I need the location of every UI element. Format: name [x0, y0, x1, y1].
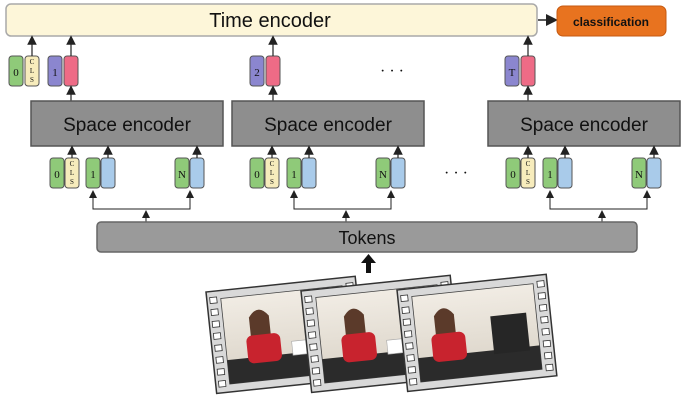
token-n-label: N	[178, 169, 186, 181]
token-pink	[63, 55, 79, 87]
top-token-group-1: 0 C L S 1	[8, 35, 79, 87]
token-one-label: 1	[90, 169, 96, 181]
token-zero-label: 0	[13, 67, 19, 79]
token-blue	[301, 157, 317, 189]
token-cls-s: S	[526, 178, 530, 186]
token-zero-green	[249, 157, 265, 189]
token-t-label: T	[509, 67, 516, 79]
token-one-label: 1	[547, 169, 553, 181]
token-cls-l: L	[270, 169, 274, 177]
token-blue	[390, 157, 406, 189]
token-t-purple	[504, 55, 520, 87]
bottom-token-group-3: 0 C L S 1 N	[505, 145, 662, 189]
token-n-green	[631, 157, 647, 189]
connector-group-3	[546, 190, 651, 222]
token-cls-l: L	[70, 169, 74, 177]
classification-box	[556, 5, 667, 37]
token-one-purple	[47, 55, 63, 87]
token-zero-label: 0	[254, 169, 260, 181]
space-encoder-box-2	[231, 100, 425, 147]
token-one-green	[85, 157, 101, 189]
space-encoder-label-3: Space encoder	[520, 115, 648, 136]
bottom-token-group-2: 0 C L S 1 N	[249, 145, 406, 189]
space-encoder-label-1: Space encoder	[63, 115, 191, 136]
token-blue	[646, 157, 662, 189]
token-two-purple	[249, 55, 265, 87]
token-zero-label: 0	[54, 169, 60, 181]
token-n-green	[174, 157, 190, 189]
token-pink	[265, 55, 281, 87]
video-frames	[205, 273, 558, 395]
token-cls-c: C	[30, 58, 35, 66]
token-blue	[189, 157, 205, 189]
classification-label: classification	[573, 15, 649, 29]
thick-up-arrow	[361, 254, 376, 273]
token-cls-l: L	[30, 67, 34, 75]
token-one-label: 1	[291, 169, 297, 181]
tokens-bar	[96, 221, 638, 253]
tokens-bar-label: Tokens	[338, 228, 395, 248]
token-blue	[100, 157, 116, 189]
top-ellipsis: · · ·	[380, 63, 404, 80]
token-one-green	[286, 157, 302, 189]
token-zero-green	[49, 157, 65, 189]
token-cls-s: S	[30, 76, 34, 84]
token-cls-s: S	[70, 178, 74, 186]
space-encoder-box-1	[30, 100, 224, 147]
token-cls-c: C	[526, 160, 531, 168]
top-token-group-2: 2	[249, 35, 281, 87]
time-encoder-label: Time encoder	[209, 10, 331, 32]
token-cls-c: C	[70, 160, 75, 168]
space-encoder-box-3	[487, 100, 681, 147]
connector-group-1	[89, 190, 194, 222]
connector-group-2	[290, 190, 395, 222]
top-token-group-3: T	[504, 35, 536, 87]
token-cls-c: C	[270, 160, 275, 168]
token-n-label: N	[635, 169, 643, 181]
token-zero-green	[8, 55, 24, 87]
token-blue	[557, 157, 573, 189]
token-one-green	[542, 157, 558, 189]
token-n-label: N	[379, 169, 387, 181]
token-zero-green	[505, 157, 521, 189]
token-two-label: 2	[254, 67, 260, 79]
token-one-label: 1	[52, 67, 58, 79]
space-encoder-label-2: Space encoder	[264, 115, 392, 136]
token-cls-l: L	[526, 169, 530, 177]
token-n-green	[375, 157, 391, 189]
token-pink	[520, 55, 536, 87]
film-frame-3	[396, 273, 558, 393]
bottom-ellipsis: · · ·	[444, 165, 468, 182]
bottom-token-group-1: 0 C L S 1 N	[49, 145, 205, 189]
token-cls-s: S	[270, 178, 274, 186]
token-zero-label: 0	[510, 169, 516, 181]
